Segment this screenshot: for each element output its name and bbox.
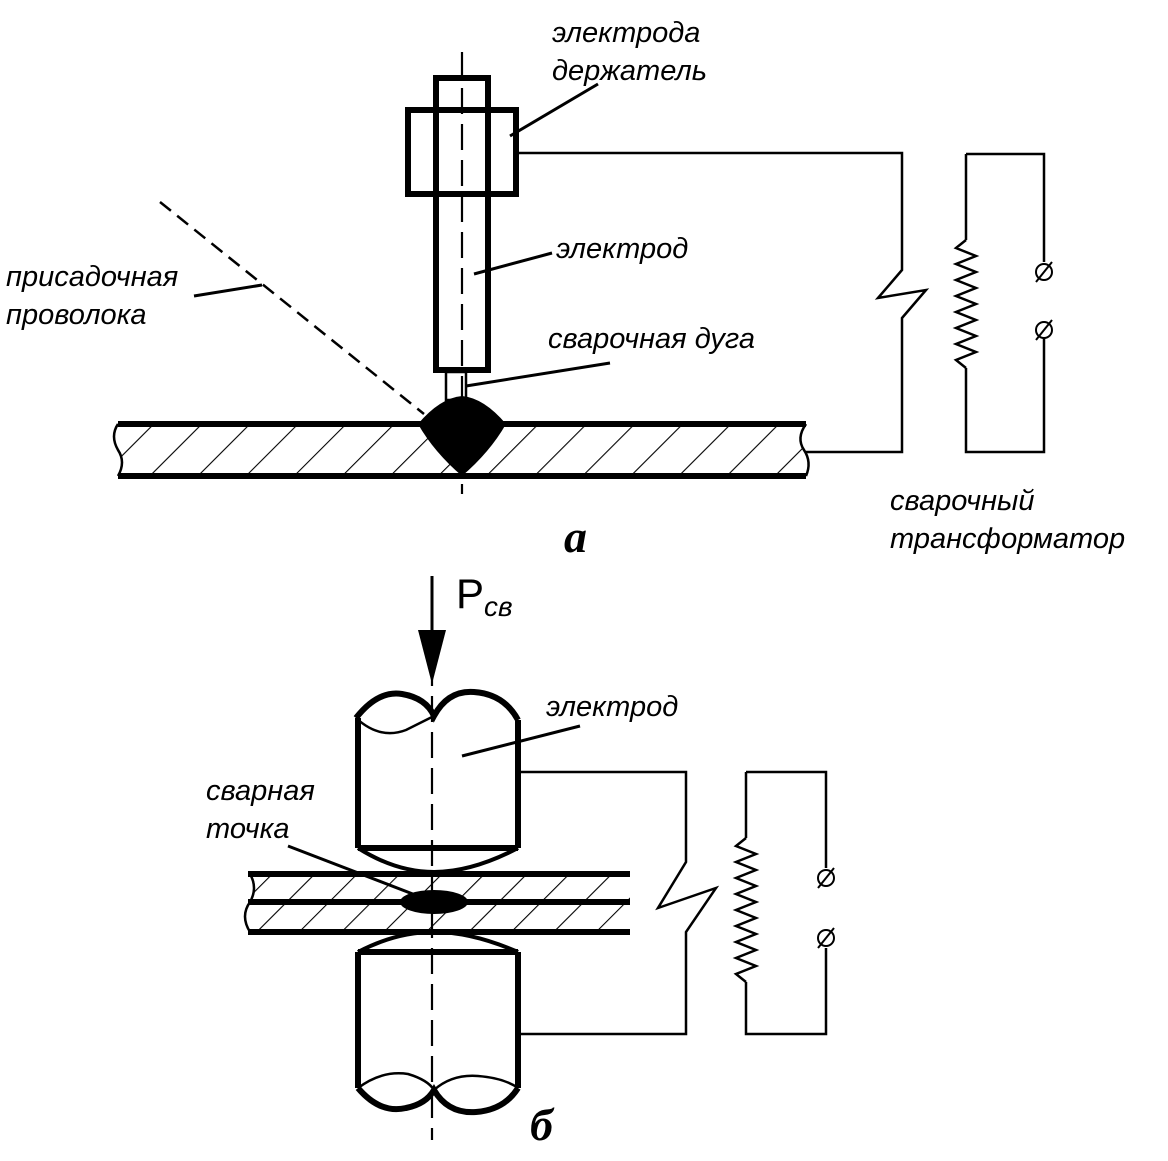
figure-b-label: б xyxy=(530,1099,555,1150)
force-arrow xyxy=(418,576,446,684)
figure-a-label: а xyxy=(564,511,587,562)
lower-electrode xyxy=(355,929,521,1116)
figure-b-spot-welding: Pсв xyxy=(206,570,835,1150)
leader-electrode-b xyxy=(461,724,581,758)
leader-filler-wire xyxy=(193,283,263,298)
leader-arc xyxy=(465,361,611,388)
leader-weld-spot xyxy=(287,844,419,898)
circuit-wire-a xyxy=(516,151,930,454)
welding-transformer-b xyxy=(732,770,835,1036)
label-filler-wire-1: присадочная xyxy=(6,261,178,293)
circuit-wire-b xyxy=(518,770,720,1036)
label-welding-arc: сварочная дуга xyxy=(548,323,755,355)
label-electrode-holder-2: держатель xyxy=(552,55,707,87)
label-weld-spot-2: точка xyxy=(206,813,290,845)
label-transformer-1: сварочный xyxy=(890,485,1035,517)
label-electrode-holder-1: электрода xyxy=(552,17,700,49)
upper-electrode xyxy=(353,688,521,875)
force-label: Pсв xyxy=(456,570,513,622)
force-symbol: P xyxy=(456,570,484,617)
label-weld-spot-1: сварная xyxy=(206,775,315,807)
label-electrode-b: электрод xyxy=(546,691,678,723)
figure-a-arc-welding: электрода держатель электрод присадочная… xyxy=(6,17,1125,562)
label-electrode-a: электрод xyxy=(556,233,688,265)
leader-holder xyxy=(509,82,599,138)
label-transformer-2: трансформатор xyxy=(890,523,1125,555)
label-filler-wire-2: проволока xyxy=(6,299,147,331)
welding-transformer-a xyxy=(952,152,1053,454)
filler-wire xyxy=(159,201,425,415)
leader-electrode xyxy=(473,251,553,276)
force-subscript: св xyxy=(484,591,513,622)
